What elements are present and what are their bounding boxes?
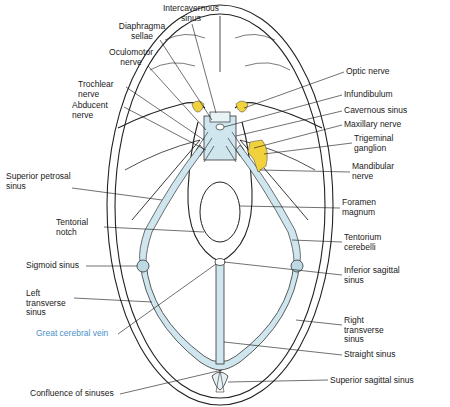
leader-lines [72, 24, 352, 394]
part-label: Mandibular nerve [352, 162, 400, 181]
part-label: Tentorium cerebelli [344, 233, 400, 252]
superior-sagittal-sinus [212, 372, 228, 390]
part-label: Trigeminal ganglion [354, 134, 402, 153]
part-label: Superior petrosal sinus [6, 172, 72, 191]
left-superior-petrosal-sinus [140, 145, 204, 262]
infundibulum [216, 124, 224, 130]
part-label: Infundibulum [344, 90, 393, 100]
crista-galli [220, 16, 221, 72]
part-label: Intercavernous sinus [160, 4, 222, 23]
trigeminal-ganglion [248, 140, 267, 172]
cranial-nerves [196, 132, 244, 162]
part-label: Optic nerve [346, 67, 389, 77]
skull-inner [115, 14, 325, 398]
part-label: Straight sinus [344, 350, 396, 360]
part-label: Confluence of sinuses [30, 389, 114, 399]
part-label: Abducent nerve [72, 101, 126, 120]
part-label: Trochlear nerve [78, 80, 128, 99]
part-label: Cavernous sinus [344, 106, 407, 116]
part-label: Inferior sagittal sinus [344, 266, 400, 285]
sigmoid-sinus [137, 260, 149, 272]
foramen-magnum [200, 182, 240, 242]
transverse-sinus [140, 262, 300, 370]
cavernous-sinus [204, 116, 236, 160]
straight-sinus [216, 262, 224, 364]
part-label: Diaphragma sellae [116, 22, 168, 41]
great-cerebral-vein [215, 259, 225, 266]
falx-attachment [216, 370, 224, 392]
part-label: Left transverse sinus [26, 289, 76, 318]
frontal-markings [150, 34, 290, 70]
part-label: Foramen magnum [342, 198, 390, 217]
part-label: Tentorial notch [56, 218, 106, 237]
part-label: Maxillary nerve [344, 120, 401, 130]
part-label: Oculomotor nerve [108, 48, 154, 67]
part-label: Great cerebral vein [36, 329, 108, 339]
right-superior-petrosal-sinus [236, 145, 300, 262]
part-label: Superior sagittal sinus [330, 376, 414, 386]
intercavernous-sinus [210, 112, 230, 122]
skull-outer [107, 5, 333, 405]
part-label: Sigmoid sinus [26, 261, 79, 271]
part-label: Right transverse sinus [344, 316, 400, 345]
